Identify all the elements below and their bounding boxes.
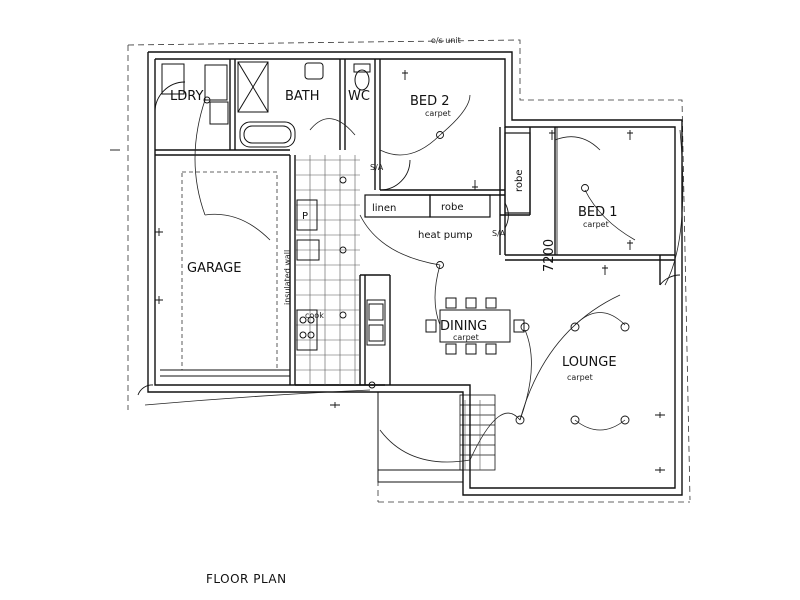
- fixture-label-cook: cook: [305, 311, 324, 320]
- room-label-laundry: LDRY: [170, 89, 203, 104]
- light-points: [203, 96, 630, 425]
- room-label-dining: DINING: [440, 319, 487, 334]
- floor-finish-bed2: carpet: [425, 109, 451, 118]
- garage-car-outline: [181, 171, 278, 371]
- porch: [377, 391, 464, 483]
- fixture-label-heat-pump: heat pump: [418, 230, 473, 241]
- garage-door: [160, 369, 290, 377]
- fixture-label-robe-bed1: robe: [514, 169, 525, 192]
- smoke-alarm-2: S/A: [492, 229, 506, 238]
- dimension-label: 7200: [542, 239, 557, 272]
- fixture-label-pantry: P: [302, 211, 308, 222]
- internal-walls: [155, 59, 675, 386]
- room-label-bed1: BED 1: [578, 205, 618, 220]
- fixture-label-robe-bed2: robe: [441, 202, 464, 213]
- floor-finish-bed1: carpet: [583, 220, 609, 229]
- entry-steps: [459, 394, 496, 471]
- room-label-bed2: BED 2: [410, 94, 450, 109]
- door-swings: [137, 81, 681, 396]
- floor-finish-dining: carpet: [453, 333, 479, 342]
- drawing-title: FLOOR PLAN: [206, 572, 287, 586]
- dining-table: [425, 297, 525, 355]
- wet-area-fixtures: [161, 61, 371, 148]
- kitchen-fixtures: [296, 199, 386, 351]
- outer-walls: [147, 51, 683, 496]
- tiled-floor: [295, 155, 481, 470]
- room-label-lounge: LOUNGE: [562, 355, 617, 370]
- room-label-bath: BATH: [285, 89, 320, 104]
- power-points: [110, 70, 665, 473]
- storage-boxes: [364, 132, 531, 218]
- electrical-circuits: [144, 94, 684, 463]
- room-label-wc: WC: [348, 89, 370, 104]
- smoke-alarm-1: S/A: [370, 163, 384, 172]
- top-label: o/s unit: [431, 36, 461, 45]
- fixture-label-linen: linen: [372, 203, 396, 214]
- room-label-garage: GARAGE: [187, 261, 241, 276]
- floor-finish-lounge: carpet: [567, 373, 593, 382]
- insulated-wall-label: insulated wall: [283, 250, 292, 305]
